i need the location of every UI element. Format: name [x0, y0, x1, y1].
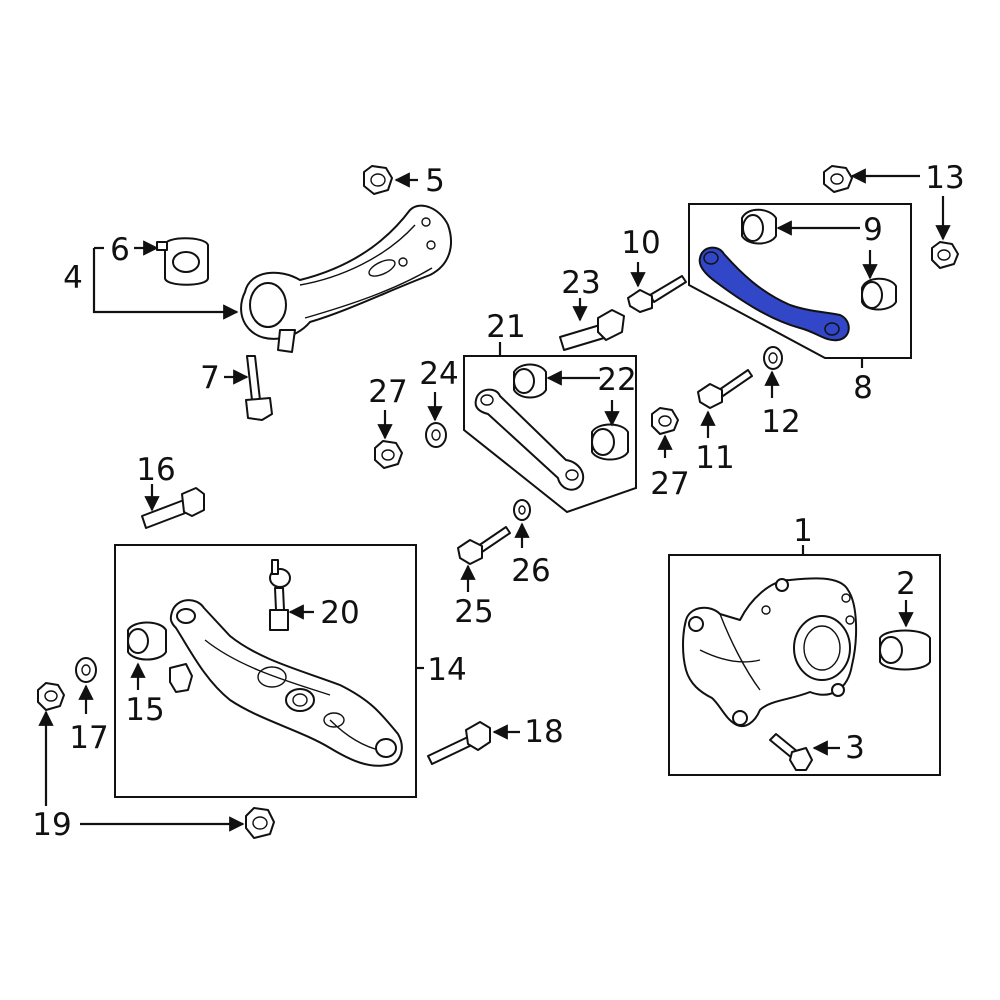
callout-11: 11: [695, 440, 734, 476]
callout-26: 26: [511, 553, 550, 589]
callout-21: 21: [486, 309, 525, 345]
callout-27a: 27: [368, 374, 407, 410]
callout-1: 1: [793, 513, 813, 549]
washer-17-part[interactable]: [75, 657, 97, 683]
bushing-15-part[interactable]: [127, 621, 167, 661]
box-8: [688, 203, 912, 359]
callout-14: 14: [427, 652, 466, 688]
bolt-18-part[interactable]: [427, 721, 491, 765]
callout-22: 22: [597, 362, 636, 398]
nut-19a-part[interactable]: [37, 682, 65, 711]
box-1: [668, 554, 941, 776]
nut-19b-part[interactable]: [245, 807, 275, 839]
lateral-link-21-part[interactable]: [474, 388, 585, 491]
stabilizer-link-20-part[interactable]: [269, 559, 291, 631]
callout-9: 9: [863, 212, 883, 248]
callout-25: 25: [454, 594, 493, 630]
bolt-11-part[interactable]: [697, 369, 753, 409]
nut-5-part[interactable]: [363, 165, 393, 195]
callout-18: 18: [524, 714, 563, 750]
callout-16: 16: [136, 452, 175, 488]
nut-13b-part[interactable]: [931, 241, 959, 269]
callout-8: 8: [853, 370, 873, 406]
callout-2: 2: [896, 566, 916, 602]
bushing-2-part[interactable]: [879, 629, 931, 671]
nut-13-part[interactable]: [823, 165, 853, 193]
nut-27b-part[interactable]: [374, 440, 403, 469]
callout-19: 19: [32, 807, 71, 843]
callout-15: 15: [125, 692, 164, 728]
callout-20: 20: [320, 595, 359, 631]
lower-arm-14-part[interactable]: [169, 599, 403, 767]
washer-24-part[interactable]: [425, 422, 447, 448]
callout-13: 13: [925, 160, 964, 196]
callout-23: 23: [561, 265, 600, 301]
bolt-25-part[interactable]: [457, 526, 511, 565]
highlighted-arm-shape: [698, 246, 850, 342]
bushing-9a-part[interactable]: [741, 208, 777, 245]
bushing-22b-part[interactable]: [591, 423, 629, 461]
nut-27a-part[interactable]: [651, 407, 679, 435]
trailing-arm-part[interactable]: [240, 204, 452, 353]
bushing-6-part[interactable]: [156, 237, 209, 286]
callout-6: 6: [110, 232, 130, 268]
stud-part[interactable]: [169, 663, 193, 693]
callout-5: 5: [425, 163, 445, 199]
bolt-10-part[interactable]: [627, 275, 687, 313]
bolt-23-part[interactable]: [559, 309, 625, 351]
callout-10: 10: [621, 225, 660, 261]
callout-12: 12: [761, 404, 800, 440]
box-21: [463, 355, 637, 514]
bolt-3-part[interactable]: [769, 733, 813, 771]
callout-4: 4: [63, 260, 83, 296]
callout-24: 24: [419, 356, 458, 392]
callout-27b: 27: [650, 466, 689, 502]
box-14: [114, 544, 417, 798]
bushing-22a-part[interactable]: [513, 363, 547, 399]
bushing-9b-part[interactable]: [861, 277, 897, 311]
knuckle-1-part[interactable]: [682, 577, 858, 728]
callout-17: 17: [69, 720, 108, 756]
bolt-7-part[interactable]: [245, 355, 273, 421]
washer-26-part[interactable]: [513, 499, 531, 521]
callout-7: 7: [200, 360, 220, 396]
upper-control-arm-8-part[interactable]: [698, 246, 850, 342]
callout-3: 3: [845, 730, 865, 766]
washer-12-part[interactable]: [763, 346, 783, 370]
bolt-16-part[interactable]: [141, 487, 205, 529]
